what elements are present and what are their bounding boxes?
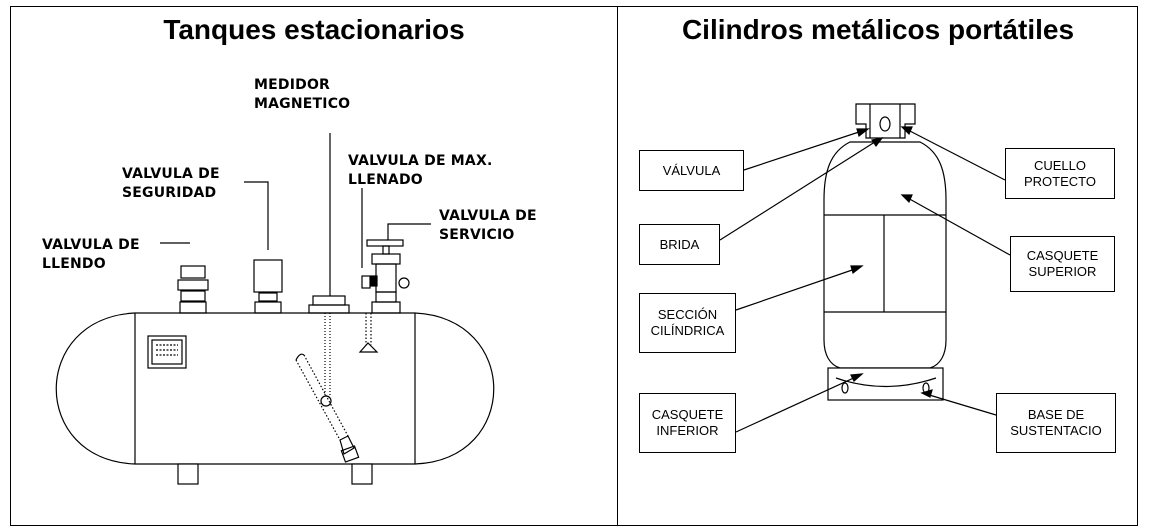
- cylinder-body: [823, 103, 947, 401]
- max-fill-valve-drawing: [358, 275, 379, 353]
- label-casquete-superior: CASQUETE SUPERIOR: [1010, 236, 1115, 292]
- label-medidor-magnetico: MEDIDOR MAGNETICO: [254, 77, 351, 112]
- tank-foot-left: [177, 463, 199, 485]
- tank-nameplate: [147, 335, 187, 369]
- magnetic-gauge-drawing: [295, 295, 360, 463]
- left-leader-lines: [160, 133, 431, 296]
- label-cuello-protecto: CUELLO PROTECTO: [1005, 148, 1115, 199]
- tank-foot-right: [351, 463, 373, 485]
- label-valvula-servicio: VALVULA DE SERVICIO: [439, 208, 537, 243]
- right-title: Cilindros metálicos portátiles: [681, 14, 1075, 45]
- column-divider: [617, 6, 618, 526]
- right-leader-lines: [719, 126, 1011, 433]
- safety-valve-drawing: [253, 259, 283, 314]
- service-valve-drawing: [366, 239, 410, 314]
- tank-body: [55, 312, 495, 465]
- label-casquete-inferior: CASQUETE INFERIOR: [639, 393, 736, 453]
- label-base-sustentacion: BASE DE SUSTENTACIO: [996, 393, 1116, 453]
- label-seccion-cilindrica: SECCIÓN CILÍNDRICA: [639, 293, 736, 353]
- label-valvula-llenado: VALVULA DE LLENDO: [42, 237, 140, 272]
- left-title: Tanques estacionarios: [163, 14, 465, 45]
- fill-valve-drawing: [177, 265, 209, 314]
- label-valvula-seguridad: VALVULA DE SEGURIDAD: [122, 166, 220, 201]
- label-valvula: VÁLVULA: [639, 150, 744, 191]
- label-brida: BRIDA: [639, 224, 720, 265]
- label-valvula-max-llenado: VALVULA DE MAX. LLENADO: [348, 153, 493, 188]
